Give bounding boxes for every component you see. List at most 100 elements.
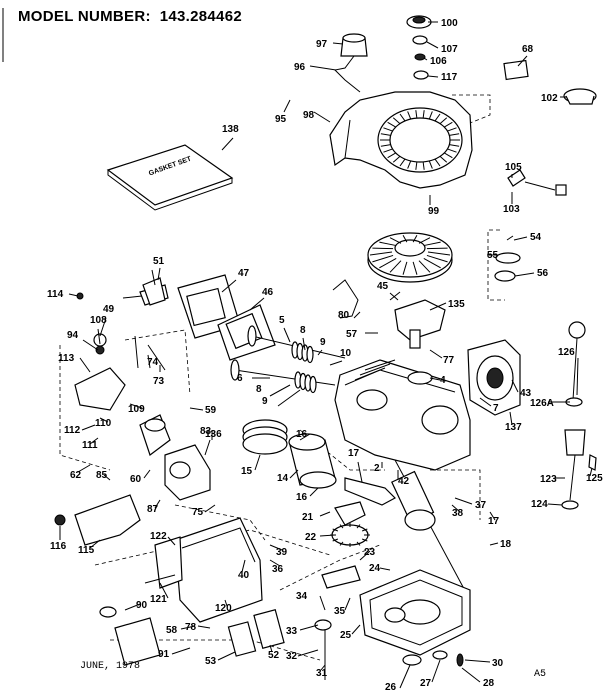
- leader-line: [465, 660, 490, 662]
- part-number-label: 109: [128, 404, 145, 415]
- part-number-label: 34: [296, 591, 308, 602]
- leader-line: [400, 665, 410, 688]
- part-number-label: 32: [286, 651, 298, 662]
- part-number-label: 117: [441, 72, 458, 83]
- leader-line: [198, 626, 210, 628]
- leader-line: [428, 76, 438, 77]
- leader-line: [514, 237, 527, 240]
- part-number-label: 37: [475, 500, 487, 511]
- part-number-label: 40: [238, 570, 250, 581]
- part-number-label: 113: [58, 353, 75, 364]
- part-number-label: 23: [364, 547, 376, 558]
- part-number-label: 25: [340, 630, 352, 641]
- part-number-label: 126: [558, 347, 575, 358]
- part-number-label: 106: [430, 56, 447, 67]
- part-number-label: 73: [153, 376, 165, 387]
- part-number-label: 31: [316, 668, 328, 679]
- part-number-label: 35: [334, 606, 346, 617]
- model-number-label: MODEL NUMBER:: [18, 8, 151, 25]
- part-number-label: 4: [440, 375, 446, 386]
- part-number-label: 14: [277, 473, 289, 484]
- leader-line: [354, 312, 360, 318]
- part-number-label: 36: [272, 564, 284, 575]
- model-number-value: 143.284462: [160, 8, 242, 25]
- crankcase-base: [360, 570, 470, 655]
- part-number-label: 15: [241, 466, 253, 477]
- part-number-label: 80: [338, 310, 350, 321]
- leader-line: [462, 668, 480, 682]
- decal-68: [504, 61, 528, 80]
- part-number-label: 5: [279, 315, 285, 326]
- leader-line: [314, 112, 330, 122]
- part-number-label: 52: [268, 650, 280, 661]
- leader-line: [430, 350, 442, 358]
- part-number-label: 59: [205, 405, 217, 416]
- part-number-label: 18: [500, 539, 512, 550]
- part-number-label: 33: [286, 626, 298, 637]
- part-number-label: 8: [256, 384, 262, 395]
- part-number-label: 97: [316, 39, 328, 50]
- part-number-label: 135: [448, 299, 465, 310]
- leader-line: [270, 385, 290, 396]
- part-number-label: 137: [505, 422, 522, 433]
- leader-line: [278, 390, 300, 406]
- part-number-label: 102: [541, 93, 558, 104]
- gasket-set-book: GASKET SET: [108, 145, 232, 210]
- part-number-label: 98: [303, 110, 315, 121]
- part-number-label: 85: [96, 470, 108, 481]
- leader-line: [144, 470, 150, 478]
- valve-spring-coil: [307, 347, 313, 363]
- leader-line: [284, 100, 290, 112]
- part-number-label: 46: [262, 287, 274, 298]
- part-number-label: 125: [586, 473, 603, 484]
- footer-page-code: A5: [534, 669, 546, 680]
- leader-line: [455, 498, 472, 504]
- part-number-label: 114: [47, 289, 64, 300]
- leader-line: [298, 650, 318, 656]
- leader-line: [427, 42, 438, 48]
- valve-spring-coil: [310, 377, 316, 393]
- leader-line: [255, 455, 260, 470]
- part-number-label: 87: [147, 504, 159, 515]
- piston-rings: [243, 420, 287, 454]
- leader-line: [284, 328, 290, 342]
- part-number-label: 57: [346, 329, 358, 340]
- leader-line: [205, 440, 210, 455]
- leader-line: [490, 543, 498, 545]
- part-number-label: 53: [205, 656, 217, 667]
- part-number-label: 116: [50, 541, 67, 552]
- part-number-label: 30: [492, 658, 504, 669]
- leader-line: [330, 361, 342, 365]
- part-number-label: 77: [443, 355, 455, 366]
- part-number-label: 75: [192, 507, 204, 518]
- part-number-label: 94: [67, 330, 79, 341]
- part-number-label: 54: [530, 232, 542, 243]
- part-number-label: 22: [305, 532, 317, 543]
- part-number-label: 2: [374, 463, 380, 474]
- part-number-label: 110: [95, 418, 112, 429]
- part-number-label: 90: [136, 600, 148, 611]
- part-number-label: 38: [452, 508, 464, 519]
- leader-line: [190, 408, 203, 410]
- part-number-label: 99: [428, 206, 440, 217]
- part-number-label: 39: [276, 547, 288, 558]
- leader-line: [515, 273, 534, 276]
- part-number-label: 24: [369, 563, 381, 574]
- part-number-label: 21: [302, 512, 314, 523]
- leader-line: [577, 358, 578, 395]
- part-number-label: 42: [398, 476, 410, 487]
- leader-line: [333, 43, 343, 44]
- part-number-label: 58: [166, 625, 178, 636]
- part-number-label: 95: [275, 114, 287, 125]
- leader-line: [310, 488, 318, 496]
- leader-line: [320, 512, 330, 516]
- piston: [289, 434, 336, 488]
- part-number-label: 17: [488, 516, 500, 527]
- part-number-label: 8: [300, 325, 306, 336]
- part-number-label: 60: [130, 474, 142, 485]
- leader-line: [345, 598, 350, 610]
- leader-line: [310, 66, 336, 70]
- part-number-label: 122: [150, 531, 167, 542]
- part-number-label: 45: [377, 281, 389, 292]
- part-number-label: 9: [262, 396, 268, 407]
